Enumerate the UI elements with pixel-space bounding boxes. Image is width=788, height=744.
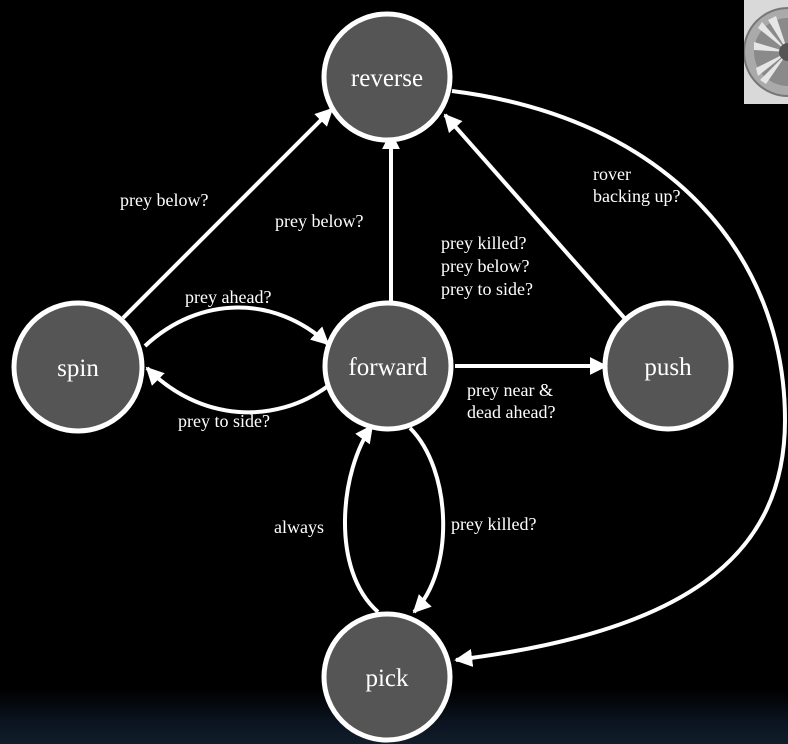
edge-forward-to-pick <box>408 426 446 614</box>
edge-label-forward-to-pick: prey killed? <box>451 514 536 534</box>
edge-label-forward-to-push-1: prey near & <box>467 380 553 400</box>
node-forward: forward <box>322 300 454 432</box>
node-push-label: push <box>644 354 692 381</box>
edge-label-reverse-to-pick-1: rover <box>593 164 631 184</box>
edge-label-push-to-reverse-1: prey killed? <box>441 233 526 253</box>
edge-label-forward-to-reverse: prey below? <box>275 211 363 231</box>
edge-forward-to-spin <box>145 366 330 415</box>
edge-label-spin-to-forward: prey ahead? <box>185 287 271 307</box>
edge-spin-to-forward <box>143 305 330 348</box>
edge-push-to-reverse <box>443 113 629 323</box>
edge-reverse-to-pick <box>451 89 788 667</box>
edges <box>121 89 788 667</box>
node-forward-label: forward <box>348 354 428 381</box>
edge-label-push-to-reverse-2: prey below? <box>441 256 529 276</box>
edge-pick-to-forward <box>343 424 380 614</box>
edge-spin-to-reverse <box>121 107 334 320</box>
film-reel-icon <box>744 0 788 104</box>
edge-label-reverse-to-pick-2: backing up? <box>593 186 680 206</box>
node-pick-label: pick <box>365 665 409 692</box>
edge-label-forward-to-push-2: dead ahead? <box>467 402 555 422</box>
edge-label-pick-to-forward: always <box>274 517 324 537</box>
edge-label-spin-to-reverse: prey below? <box>120 190 208 210</box>
node-spin: spin <box>11 300 145 434</box>
node-pick: pick <box>321 611 453 743</box>
node-push: push <box>602 300 734 432</box>
node-reverse: reverse <box>321 11 453 143</box>
edge-label-push-to-reverse-3: prey to side? <box>441 279 533 299</box>
node-spin-label: spin <box>57 355 99 382</box>
edge-label-forward-to-spin: prey to side? <box>178 411 270 431</box>
node-reverse-label: reverse <box>351 65 423 92</box>
